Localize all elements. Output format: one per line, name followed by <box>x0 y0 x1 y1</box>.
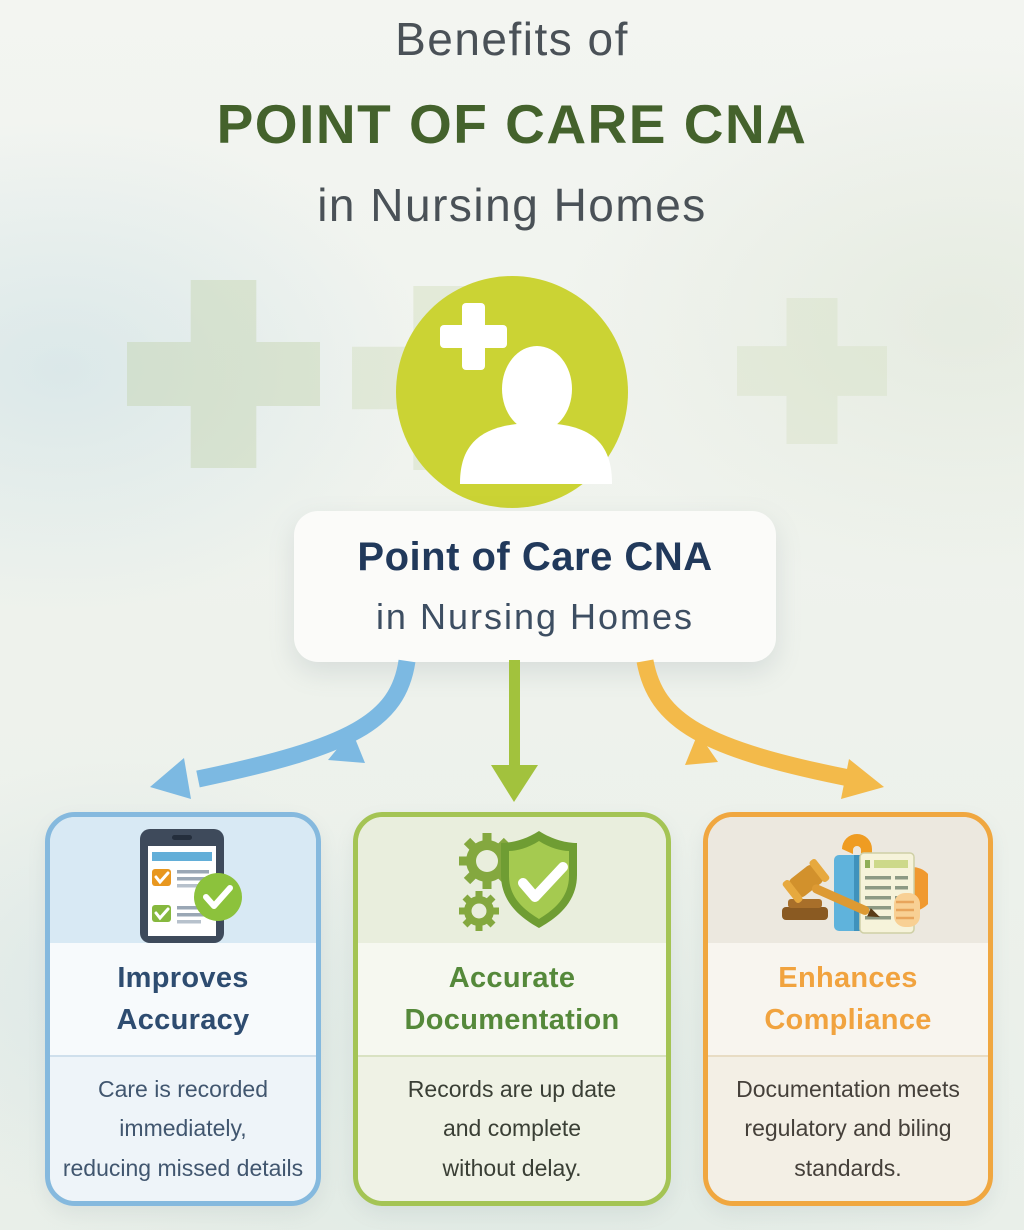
connector-arrows <box>150 659 884 802</box>
nurse-plus-circle-icon <box>396 276 628 508</box>
card-description: Records are up date and complete without… <box>358 1057 666 1201</box>
title-line-benefits: Benefits of <box>395 13 629 65</box>
card-accurate-documentation: Accurate Documentation Records are up da… <box>353 812 671 1206</box>
title-line-point-of-care-cna: POINT OF CARE CNA <box>216 93 808 155</box>
arrow-yellow-icon <box>636 659 884 799</box>
card-title: Accurate Documentation <box>358 943 666 1057</box>
card-title: Improves Accuracy <box>50 943 316 1057</box>
arrow-green-icon <box>491 660 538 802</box>
gavel-document-icon <box>708 817 988 943</box>
card-title: Enhances Compliance <box>708 943 988 1057</box>
benefit-cards-row: Improves Accuracy Care is recorded immed… <box>0 812 1024 1206</box>
hub-card: Point of Care CNA in Nursing Homes <box>294 511 776 662</box>
hub-title: Point of Care CNA <box>357 535 713 579</box>
arrow-blue-icon <box>150 659 416 799</box>
gears-shield-check-icon <box>358 817 666 943</box>
plus-pattern-icon <box>737 298 887 444</box>
title-line-nursing-homes: in Nursing Homes <box>317 179 707 231</box>
card-enhances-compliance: Enhances Compliance Documentation meets … <box>703 812 993 1206</box>
hub-subtitle: in Nursing Homes <box>375 596 695 637</box>
card-description: Care is recorded immediately, reducing m… <box>50 1057 316 1201</box>
card-improves-accuracy: Improves Accuracy Care is recorded immed… <box>45 812 321 1206</box>
page-title: Benefits of POINT OF CARE CNA in Nursing… <box>0 12 1024 232</box>
plus-pattern-icon <box>127 280 320 468</box>
card-description: Documentation meets regulatory and bilin… <box>708 1057 988 1201</box>
tablet-checklist-icon <box>50 817 316 943</box>
